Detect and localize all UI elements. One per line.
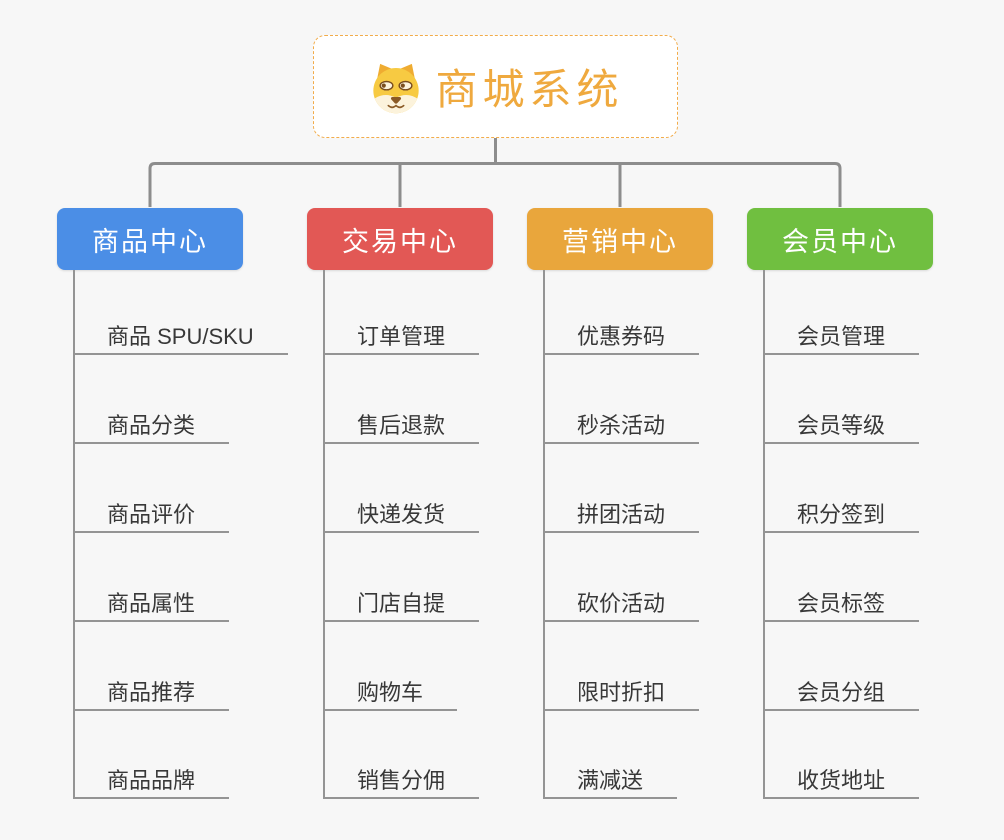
subtopic-item[interactable]: 商品评价 [73, 504, 230, 533]
branch-topic-label: 营销中心 [562, 226, 678, 257]
branch-product-center: 商品中心 商品 SPU/SKU 商品分类商品评价商品属性商品推荐商品品牌 [57, 0, 288, 840]
subtopic-item[interactable]: 商品品牌 [73, 770, 230, 799]
subtopic-item[interactable]: 门店自提 [323, 593, 480, 622]
subtopic-item[interactable]: 商品 SPU/SKU [73, 326, 288, 355]
branch-marketing-center: 营销中心 优惠券码秒杀活动拼团活动砍价活动限时折扣满减送 [527, 0, 713, 840]
root-topic[interactable]: 商城系统 [313, 35, 678, 138]
subtopic-item[interactable]: 会员标签 [763, 593, 920, 622]
branch-trunk-line [323, 270, 325, 799]
branch-member-center: 会员中心 会员管理会员等级积分签到会员标签会员分组收货地址 [747, 0, 933, 840]
subtopic-item[interactable]: 商品推荐 [73, 682, 230, 711]
subtopic-item[interactable]: 会员分组 [763, 682, 920, 711]
branch-topic-marketing-center[interactable]: 营销中心 [527, 208, 713, 270]
branch-trunk-line [543, 270, 545, 799]
subtopic-item[interactable]: 满减送 [543, 770, 678, 799]
branch-trunk-line [763, 270, 765, 799]
subtopic-item[interactable]: 优惠券码 [543, 326, 700, 355]
connector-horizontal-rail [148, 162, 842, 207]
branch-topic-product-center[interactable]: 商品中心 [57, 208, 243, 270]
subtopic-item[interactable]: 会员管理 [763, 326, 920, 355]
subtopic-item[interactable]: 销售分佣 [323, 770, 480, 799]
subtopic-item[interactable]: 会员等级 [763, 415, 920, 444]
branch-topic-trade-center[interactable]: 交易中心 [307, 208, 493, 270]
subtopic-item[interactable]: 收货地址 [763, 770, 920, 799]
subtopic-item[interactable]: 秒杀活动 [543, 415, 700, 444]
branch-trade-center: 交易中心 订单管理售后退款快递发货门店自提购物车销售分佣 [307, 0, 493, 840]
subtopic-item[interactable]: 积分签到 [763, 504, 920, 533]
subtopic-item[interactable]: 购物车 [323, 682, 458, 711]
branch-trunk-line [73, 270, 75, 799]
subtopic-item[interactable]: 订单管理 [323, 326, 480, 355]
branch-topic-label: 商品中心 [92, 226, 208, 257]
subtopic-item[interactable]: 商品分类 [73, 415, 230, 444]
subtopic-item[interactable]: 砍价活动 [543, 593, 700, 622]
branch-topic-label: 会员中心 [782, 226, 898, 257]
branch-topic-label: 交易中心 [342, 226, 458, 257]
subtopic-item[interactable]: 拼团活动 [543, 504, 700, 533]
subtopic-item[interactable]: 限时折扣 [543, 682, 700, 711]
root-topic-title: 商城系统 [435, 66, 624, 113]
branch-topic-member-center[interactable]: 会员中心 [747, 208, 933, 270]
dog-face-icon [373, 63, 420, 113]
subtopic-item[interactable]: 售后退款 [323, 415, 480, 444]
subtopic-item[interactable]: 商品属性 [73, 593, 230, 622]
subtopic-item[interactable]: 快递发货 [323, 504, 480, 533]
